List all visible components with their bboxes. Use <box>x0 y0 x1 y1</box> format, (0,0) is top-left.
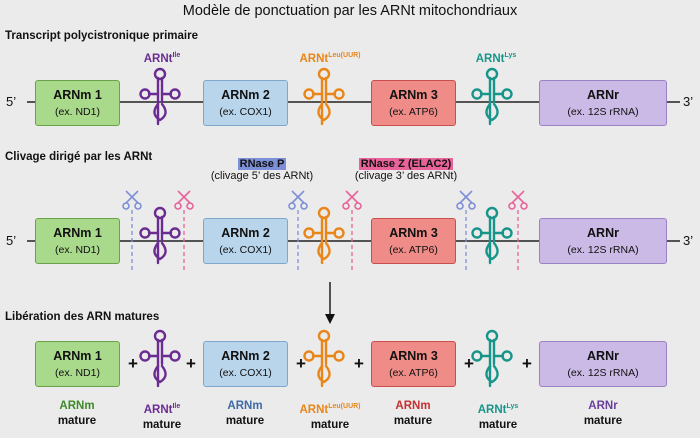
mrna1-box: ARNm 1 (ex. ND1) <box>35 80 120 126</box>
box-example: (ex. 12S rRNA) <box>567 244 639 256</box>
plus-sign: + <box>354 354 364 373</box>
rnase-p-name: RNase P <box>237 158 287 170</box>
mature-trna-leu-label: ARNtLeu(UUR)mature <box>299 403 361 431</box>
box-example: (ex. COX1) <box>219 367 272 379</box>
mrna2-box: ARNm 2 (ex. COX1) <box>203 218 288 264</box>
rnase-p-scissors-icon <box>122 190 142 210</box>
rnase-p-scissors-icon <box>288 190 308 210</box>
plus-sign: + <box>522 354 532 373</box>
trna-ile-icon <box>139 67 181 126</box>
box-name: ARNr <box>587 88 619 102</box>
page-title: Modèle de ponctuation par les ARNt mitoc… <box>182 3 518 19</box>
five-prime-end: 5’ <box>6 233 17 248</box>
box-name: ARNm 3 <box>389 88 438 102</box>
box-name: ARNr <box>587 226 619 240</box>
box-example: (ex. ND1) <box>55 244 100 256</box>
box-example: (ex. COX1) <box>219 244 272 256</box>
section-label-cleavage: Clivage dirigé par les ARNt <box>5 151 153 163</box>
trna-ile-icon <box>139 329 181 388</box>
trna-leu-label: ARNtLeu(UUR) <box>299 52 361 65</box>
box-name: ARNm 2 <box>221 349 270 363</box>
trna-lys-icon <box>471 67 513 126</box>
box-name: ARNm 2 <box>221 226 270 240</box>
trna-lys-icon <box>471 206 513 265</box>
rnase-z-scissors-icon <box>342 190 362 210</box>
box-example: (ex. ATP6) <box>389 244 438 256</box>
rrna-box: ARNr (ex. 12S rRNA) <box>539 341 667 387</box>
three-prime-end: 3’ <box>683 94 694 109</box>
three-prime-end: 3’ <box>683 233 694 248</box>
box-name: ARNm 2 <box>221 88 270 102</box>
rnase-p-desc: (clivage 5’ des ARNt) <box>210 170 314 182</box>
section-label-primary: Transcript polycistronique primaire <box>5 30 198 42</box>
plus-sign: + <box>186 354 196 373</box>
box-name: ARNm 3 <box>389 349 438 363</box>
box-example: (ex. ND1) <box>55 367 100 379</box>
box-name: ARNm 1 <box>53 349 102 363</box>
rnase-p-scissors-icon <box>456 190 476 210</box>
trna-ile-label: ARNtIle <box>143 52 181 65</box>
plus-sign: + <box>128 354 138 373</box>
trna-ile-icon <box>139 206 181 265</box>
trna-lys-icon <box>471 329 513 388</box>
rrna-box: ARNr (ex. 12S rRNA) <box>539 218 667 264</box>
mrna1-box: ARNm 1 (ex. ND1) <box>35 218 120 264</box>
trna-leu-icon <box>303 329 345 388</box>
box-example: (ex. ND1) <box>55 106 100 118</box>
box-example: (ex. ATP6) <box>389 367 438 379</box>
box-name: ARNm 1 <box>53 226 102 240</box>
box-name: ARNr <box>587 349 619 363</box>
rrna-box: ARNr (ex. 12S rRNA) <box>539 80 667 126</box>
mrna3-box: ARNm 3 (ex. ATP6) <box>371 218 456 264</box>
trna-leu-icon <box>303 67 345 126</box>
box-example: (ex. 12S rRNA) <box>567 106 639 118</box>
rnase-p-label: RNase P (clivage 5’ des ARNt) <box>198 158 326 182</box>
box-example: (ex. 12S rRNA) <box>567 367 639 379</box>
rnase-z-desc: (clivage 3’ des ARNt) <box>354 170 458 182</box>
box-name: ARNm 3 <box>389 226 438 240</box>
mrna1-box: ARNm 1 (ex. ND1) <box>35 341 120 387</box>
box-example: (ex. ATP6) <box>389 106 438 118</box>
rnase-z-scissors-icon <box>174 190 194 210</box>
section-label-release: Libération des ARN matures <box>5 311 160 323</box>
mrna3-box: ARNm 3 (ex. ATP6) <box>371 80 456 126</box>
mrna2-box: ARNm 2 (ex. COX1) <box>203 80 288 126</box>
rnase-z-scissors-icon <box>508 190 528 210</box>
plus-sign: + <box>464 354 474 373</box>
trna-leu-icon <box>303 206 345 265</box>
rnase-z-name: RNase Z (ELAC2) <box>358 158 454 170</box>
arrow-head <box>325 314 335 324</box>
rnase-z-label: RNase Z (ELAC2) (clivage 3’ des ARNt) <box>342 158 470 182</box>
mrna3-box: ARNm 3 (ex. ATP6) <box>371 341 456 387</box>
five-prime-end: 5’ <box>6 94 17 109</box>
plus-sign: + <box>296 354 306 373</box>
box-name: ARNm 1 <box>53 88 102 102</box>
mrna2-box: ARNm 2 (ex. COX1) <box>203 341 288 387</box>
box-example: (ex. COX1) <box>219 106 272 118</box>
trna-lys-label: ARNtLys <box>475 52 517 65</box>
